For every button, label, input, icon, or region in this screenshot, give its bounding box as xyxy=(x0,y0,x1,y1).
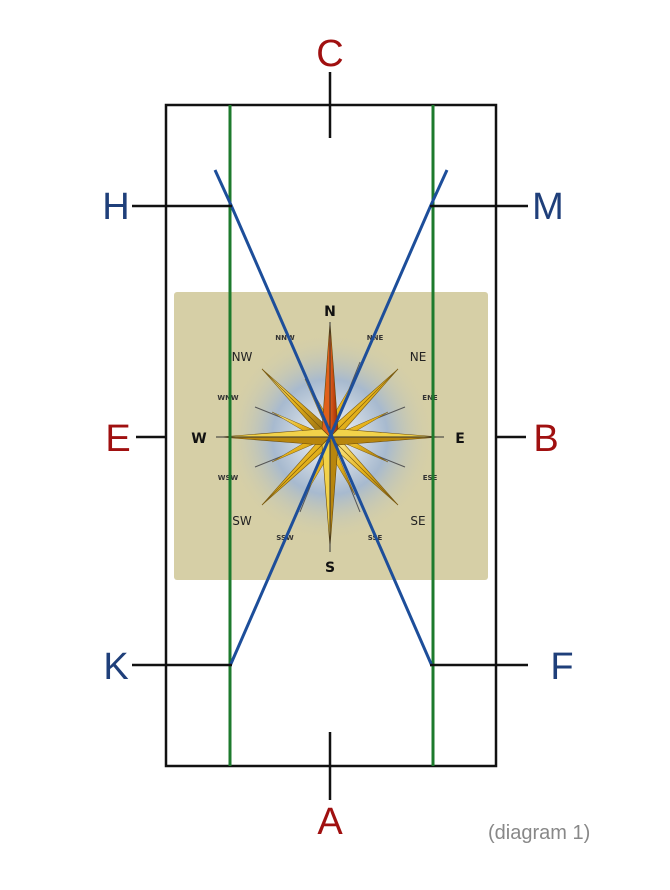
label-k: K xyxy=(103,646,128,688)
compass-wsw-label: WSW xyxy=(218,474,239,482)
compass-ese-label: ESE xyxy=(423,474,438,482)
label-a: A xyxy=(317,801,343,843)
compass-e-label: E xyxy=(455,431,465,447)
compass-w-label: W xyxy=(191,431,206,447)
compass-s-label: S xyxy=(325,560,335,576)
label-m: M xyxy=(532,186,564,228)
compass-nne-label: NNE xyxy=(367,334,384,342)
label-h: H xyxy=(102,186,129,228)
label-c: C xyxy=(316,33,343,75)
diagram-caption: (diagram 1) xyxy=(488,822,591,844)
compass-se-label: SE xyxy=(410,514,425,528)
compass-sw-label: SW xyxy=(232,514,252,528)
compass-ne-label: NE xyxy=(410,350,427,364)
label-f: F xyxy=(550,646,573,688)
compass-n-label: N xyxy=(324,304,336,320)
compass-nw-label: NW xyxy=(232,350,253,364)
label-e: E xyxy=(105,418,130,460)
label-b: B xyxy=(533,418,558,460)
compass-ene-label: ENE xyxy=(422,394,438,402)
compass-wnw-label: WNW xyxy=(217,394,239,402)
compass-nnw-label: NNW xyxy=(275,334,295,342)
